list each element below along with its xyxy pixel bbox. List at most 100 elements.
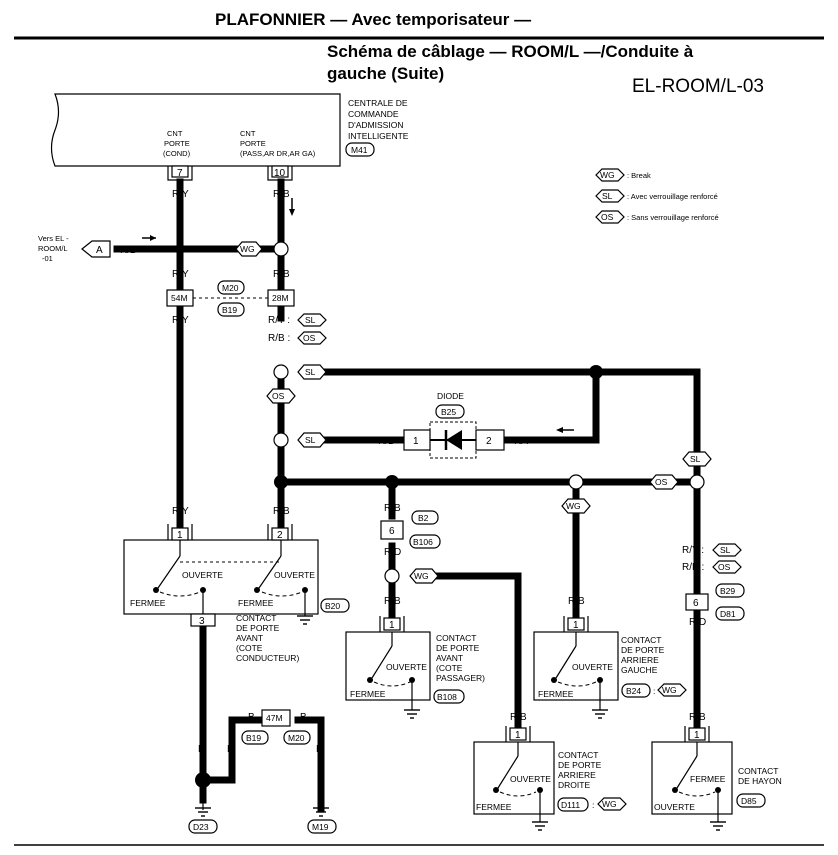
d111-name-4: DROITE xyxy=(558,780,590,790)
wg-badge-3 xyxy=(409,568,439,584)
pin10-label-3: (PASS,AR DR,AR GA) xyxy=(240,149,316,158)
label-rb-b2: R/B xyxy=(384,503,401,514)
b24-pin1: 1 xyxy=(573,620,579,631)
label-rd-b2: R/D xyxy=(384,547,401,558)
badge-d85 xyxy=(736,793,766,808)
b108-open: OUVERTE xyxy=(386,662,427,672)
label-d81: D81 xyxy=(720,609,736,619)
sl-label-3: SL xyxy=(305,435,316,445)
label-b106: B106 xyxy=(413,537,433,547)
ground-b108 xyxy=(403,709,421,719)
junction-open-os xyxy=(689,474,705,490)
bcm-name-3: D'ADMISSION xyxy=(348,120,403,130)
label-b24: B24 xyxy=(626,686,641,696)
badge-b106 xyxy=(409,534,441,549)
wg-label-3: WG xyxy=(414,571,429,581)
bcm-connector: M41 xyxy=(351,145,368,155)
sl-badge-2 xyxy=(297,364,327,380)
sl-label-4: SL xyxy=(690,454,701,464)
splice-dot-1 xyxy=(589,365,603,379)
badge-d81 xyxy=(715,606,745,621)
label-ry-2: R/Y xyxy=(172,269,189,280)
ground-b20 xyxy=(296,615,314,625)
wg-badge-2 xyxy=(561,498,591,514)
legend-wg-text: : Break xyxy=(627,171,651,180)
offpage-text-2: ROOM/L xyxy=(38,244,68,253)
label-rb-diode: R/B xyxy=(378,436,395,447)
junction-open-1 xyxy=(273,241,289,257)
b24-open: OUVERTE xyxy=(572,662,613,672)
connector-6-b2 xyxy=(380,520,404,540)
os-label-3: OS xyxy=(655,477,668,487)
b20-name-4: (COTE xyxy=(236,643,263,653)
label-d23: D23 xyxy=(193,822,209,832)
b20-pin1: 1 xyxy=(177,530,183,541)
label-rb-d111: R/B xyxy=(510,712,527,723)
label-b19-top: B19 xyxy=(222,305,237,315)
label-ry-sl: R/Y : xyxy=(268,315,290,326)
b24-closed: FERMEE xyxy=(538,689,574,699)
badge-d111 xyxy=(557,797,589,812)
os-label-2: OS xyxy=(272,391,285,401)
connector-6-b29-label: 6 xyxy=(693,598,699,609)
diode-connector: B25 xyxy=(441,407,456,417)
label-m20-top: M20 xyxy=(222,283,239,293)
b20-name-1: CONTACT xyxy=(236,613,276,623)
label-b2: B2 xyxy=(418,513,429,523)
wg-label-d111: WG xyxy=(602,799,617,809)
label-rb-d85: R/B xyxy=(689,712,706,723)
label-b29: B29 xyxy=(720,586,735,596)
b20-open-2: OUVERTE xyxy=(274,570,315,580)
b108-closed: FERMEE xyxy=(350,689,386,699)
b108-pin1: 1 xyxy=(389,620,395,631)
label-b20: B20 xyxy=(325,601,340,611)
label-rb-b20: R/B xyxy=(273,506,290,517)
page-title: PLAFONNIER — Avec temporisateur — xyxy=(215,10,532,29)
d85-open: OUVERTE xyxy=(654,802,695,812)
d111-name-1: CONTACT xyxy=(558,750,598,760)
label-rb-os: R/B : xyxy=(268,333,290,344)
d85-closed: FERMEE xyxy=(690,774,726,784)
sl-badge-4 xyxy=(682,451,712,467)
junction-open-wg xyxy=(568,474,584,490)
offpage-letter: A xyxy=(96,245,103,256)
offpage-text-3: -01 xyxy=(42,254,53,263)
d111-open: OUVERTE xyxy=(510,774,551,784)
badge-m19 xyxy=(307,819,337,834)
page-code: EL-ROOM/L-03 xyxy=(632,76,764,97)
bcm-unit xyxy=(50,93,341,167)
os-label-4: OS xyxy=(718,562,731,572)
b20-pin3: 3 xyxy=(199,616,205,627)
connector-6-b29 xyxy=(685,593,709,611)
switch-front-driver xyxy=(123,539,319,615)
badge-d23 xyxy=(188,819,218,834)
os-label-1: OS xyxy=(303,333,316,343)
os-badge-3 xyxy=(649,474,679,490)
pin7-number: 7 xyxy=(177,168,183,179)
diode-symbol xyxy=(446,430,462,450)
b108-name-2: DE PORTE xyxy=(436,643,480,653)
diode-pin2: 2 xyxy=(486,436,492,447)
b24-name-3: ARRIERE xyxy=(621,655,659,665)
b20-name-2: DE PORTE xyxy=(236,623,280,633)
splice-dot-4 xyxy=(195,772,211,788)
badge-b19-bottom xyxy=(241,730,269,745)
legend-sl: SL xyxy=(602,191,613,201)
badge-b19-top xyxy=(217,302,245,317)
label-b-1: B xyxy=(199,637,206,648)
page-subtitle-line1: Schéma de câblage — ROOM/L —/Conduite à xyxy=(327,42,694,61)
d85-name-2: DE HAYON xyxy=(738,776,782,786)
bcm-connector-badge xyxy=(345,142,375,157)
switch-hatch xyxy=(651,741,733,815)
badge-b20 xyxy=(320,598,350,613)
os-badge-4 xyxy=(712,560,742,574)
ground-b24 xyxy=(591,709,609,719)
label-rb-1: R/B xyxy=(273,189,290,200)
legend-sl-badge xyxy=(595,189,625,203)
d111-name-2: DE PORTE xyxy=(558,760,602,770)
label-d111: D111 xyxy=(561,800,580,810)
pin7-label-1: CNT xyxy=(167,129,183,138)
badge-b24 xyxy=(621,683,651,698)
wg-label-2: WG xyxy=(566,501,581,511)
